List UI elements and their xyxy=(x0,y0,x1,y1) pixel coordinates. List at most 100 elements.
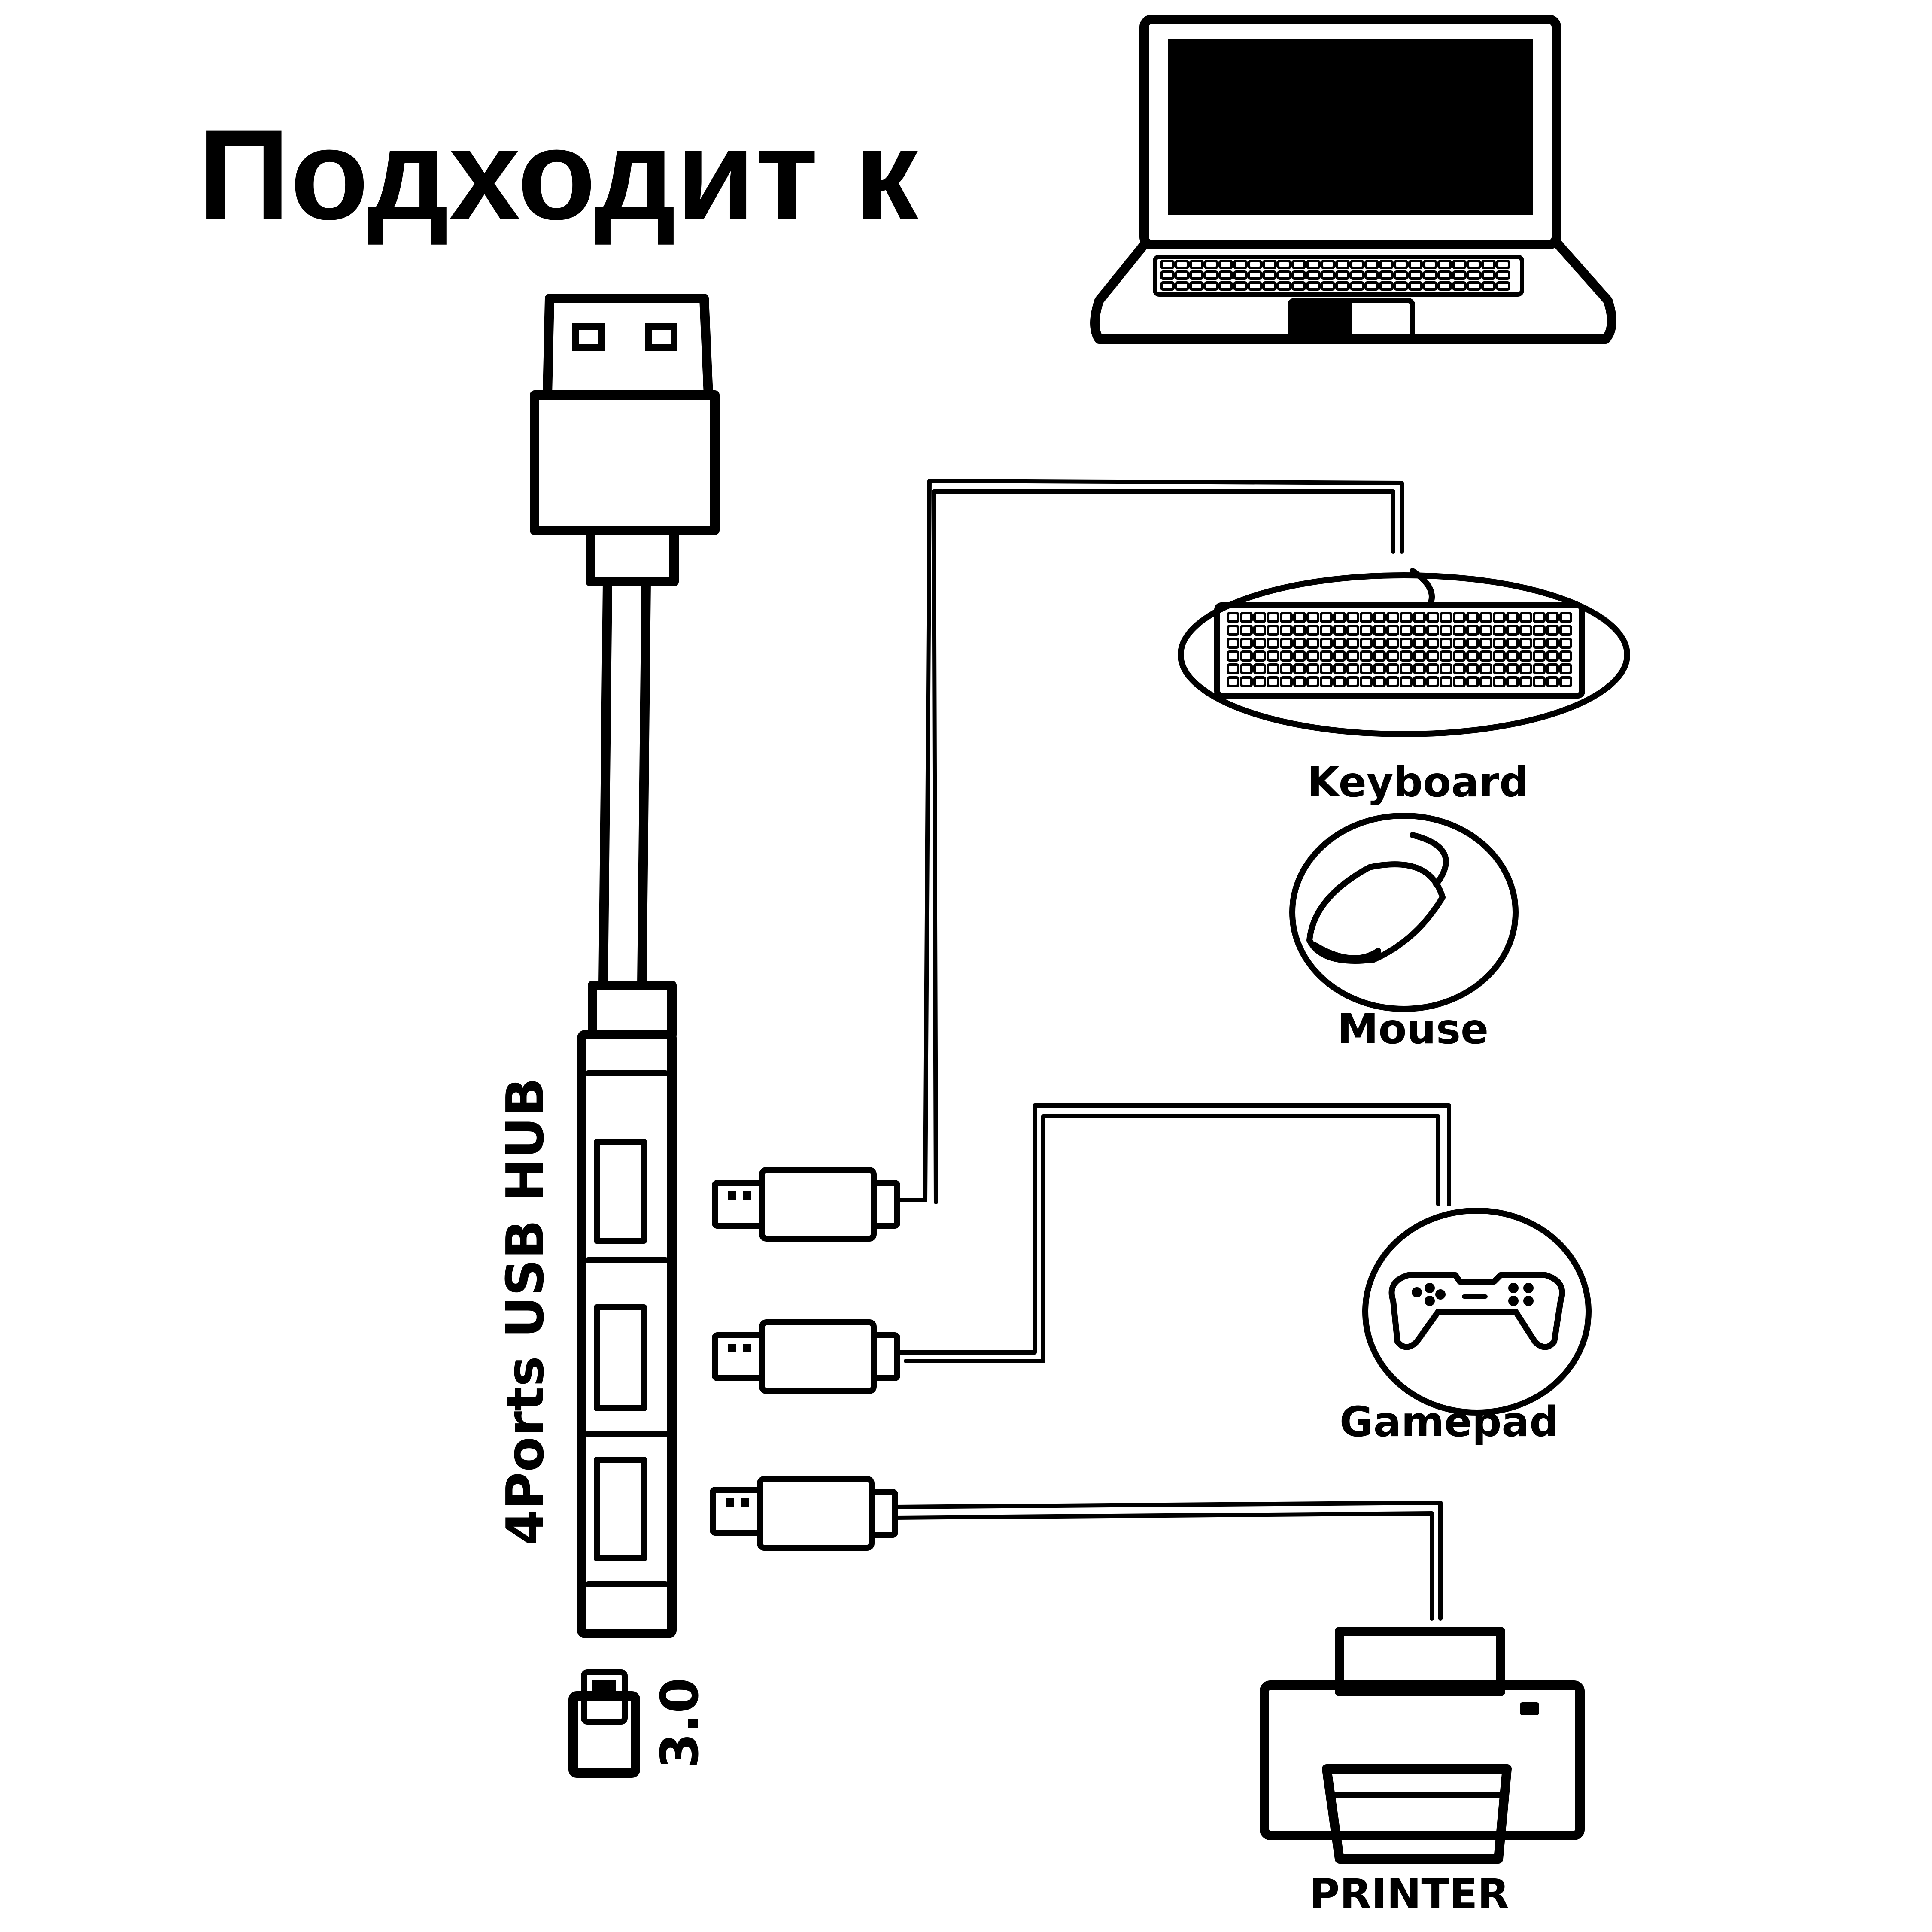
key xyxy=(1248,270,1262,280)
key xyxy=(1467,270,1481,280)
key xyxy=(1227,663,1239,674)
key xyxy=(1373,612,1386,623)
key xyxy=(1466,612,1479,623)
key xyxy=(1426,612,1439,623)
key xyxy=(1386,650,1399,662)
key xyxy=(1360,676,1373,687)
key xyxy=(1346,612,1359,623)
key xyxy=(1533,676,1546,687)
key xyxy=(1335,281,1350,291)
key xyxy=(1335,260,1350,269)
key xyxy=(1400,663,1413,674)
key xyxy=(1467,281,1481,291)
key xyxy=(1240,650,1253,662)
key xyxy=(1546,676,1559,687)
key xyxy=(1160,281,1175,291)
key xyxy=(1533,625,1546,636)
key xyxy=(1277,260,1291,269)
key xyxy=(1189,281,1204,291)
key xyxy=(1559,625,1572,636)
key xyxy=(1479,625,1492,636)
key xyxy=(1277,281,1291,291)
key xyxy=(1320,663,1333,674)
key xyxy=(1280,650,1293,662)
key xyxy=(1293,612,1306,623)
key xyxy=(1546,625,1559,636)
key xyxy=(1426,650,1439,662)
key xyxy=(1346,625,1359,636)
key xyxy=(1453,663,1466,674)
key xyxy=(1386,625,1399,636)
key xyxy=(1519,638,1532,649)
key xyxy=(1506,612,1519,623)
key xyxy=(1240,638,1253,649)
key xyxy=(1506,638,1519,649)
key xyxy=(1321,281,1335,291)
key xyxy=(1293,676,1306,687)
key xyxy=(1267,663,1279,674)
key xyxy=(1373,625,1386,636)
key xyxy=(1408,270,1423,280)
key xyxy=(1320,638,1333,649)
key xyxy=(1481,270,1496,280)
key xyxy=(1394,260,1408,269)
key xyxy=(1227,625,1239,636)
key xyxy=(1413,650,1426,662)
key xyxy=(1479,650,1492,662)
key xyxy=(1400,638,1413,649)
printer-icon xyxy=(1260,1627,1585,1864)
key xyxy=(1546,663,1559,674)
key xyxy=(1400,625,1413,636)
key xyxy=(1379,270,1394,280)
key xyxy=(1267,638,1279,649)
key xyxy=(1373,638,1386,649)
key xyxy=(1479,663,1492,674)
device-label-keyboard: Keyboard xyxy=(1307,758,1529,806)
key xyxy=(1519,612,1532,623)
key xyxy=(1253,663,1266,674)
key xyxy=(1452,281,1467,291)
key xyxy=(1280,612,1293,623)
key xyxy=(1321,270,1335,280)
key xyxy=(1386,612,1399,623)
page-title: Подходит к xyxy=(197,102,920,246)
key xyxy=(1394,281,1408,291)
key xyxy=(1240,612,1253,623)
usb-version-label: 3.0 xyxy=(650,1677,710,1769)
key xyxy=(1262,260,1277,269)
key xyxy=(1364,270,1379,280)
key xyxy=(1253,650,1266,662)
key xyxy=(1277,270,1291,280)
key xyxy=(1333,650,1346,662)
key xyxy=(1453,650,1466,662)
key xyxy=(1293,638,1306,649)
key xyxy=(1437,260,1452,269)
key xyxy=(1227,612,1239,623)
key xyxy=(1440,663,1452,674)
key xyxy=(1360,625,1373,636)
cable-keyboard xyxy=(895,479,1404,1204)
key xyxy=(1496,260,1510,269)
key xyxy=(1321,260,1335,269)
key xyxy=(1204,270,1218,280)
key xyxy=(1519,650,1532,662)
key xyxy=(1306,638,1319,649)
key xyxy=(1253,612,1266,623)
key xyxy=(1293,663,1306,674)
key xyxy=(1426,663,1439,674)
key xyxy=(1350,281,1364,291)
key xyxy=(1360,650,1373,662)
key xyxy=(1559,612,1572,623)
key xyxy=(1227,638,1239,649)
key xyxy=(1364,281,1379,291)
key xyxy=(1262,281,1277,291)
key xyxy=(1466,625,1479,636)
key xyxy=(1291,281,1306,291)
mouse-icon xyxy=(1289,813,1519,1012)
key xyxy=(1437,270,1452,280)
key xyxy=(1291,270,1306,280)
key xyxy=(1519,676,1532,687)
device-label-gamepad: Gamepad xyxy=(1340,1398,1559,1446)
key xyxy=(1189,260,1204,269)
key xyxy=(1160,260,1175,269)
